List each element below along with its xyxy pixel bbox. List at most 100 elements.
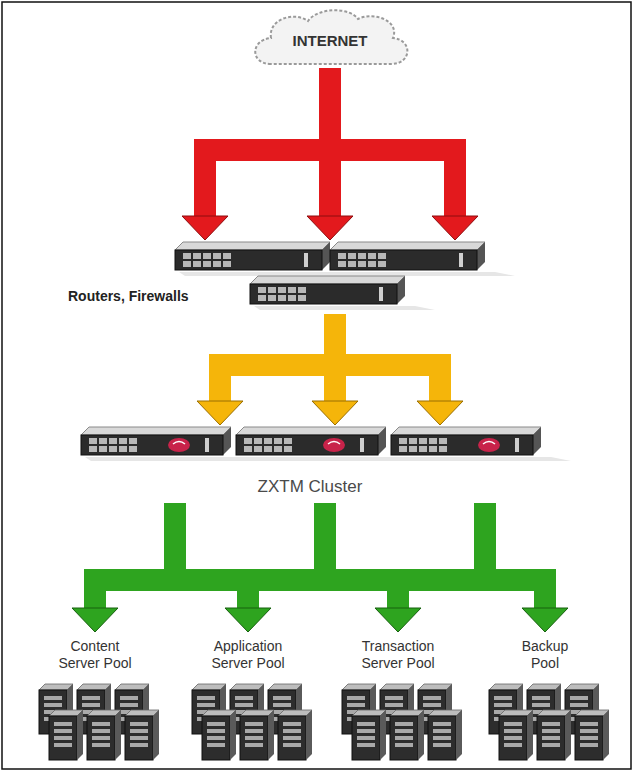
server-bay	[92, 722, 110, 726]
server-top	[49, 710, 83, 716]
server-side	[306, 710, 312, 760]
server-bay	[283, 743, 301, 747]
server-bay	[504, 729, 522, 733]
server-tower	[352, 716, 380, 760]
device-handle	[360, 438, 364, 452]
internet-cloud-node: INTERNET	[245, 6, 417, 68]
device-side	[378, 427, 386, 455]
server-top	[342, 684, 376, 690]
device-bay	[254, 446, 262, 452]
server-bay	[433, 729, 451, 733]
server-bay	[423, 703, 441, 707]
node-label: Transaction Server Pool	[360, 638, 436, 672]
device-shadow	[395, 457, 571, 461]
zxtm-cluster: ZXTM Cluster	[75, 425, 547, 503]
server-tower	[390, 716, 418, 760]
device-shadow	[179, 272, 360, 276]
arrow-head	[417, 401, 463, 425]
server-bay	[580, 722, 598, 726]
server-bay	[542, 722, 560, 726]
server-top	[87, 710, 121, 716]
device-bay	[338, 261, 346, 267]
server-top	[39, 684, 73, 690]
zxtm-logo-mark	[328, 442, 340, 445]
server-tower	[278, 716, 306, 760]
server-tower	[575, 716, 603, 760]
node-label: Routers, Firewalls	[68, 288, 189, 304]
device-bay	[378, 253, 386, 259]
server-top	[352, 710, 386, 716]
server-bay	[570, 703, 588, 707]
zxtm-logo-mark	[173, 442, 185, 445]
device-top	[391, 427, 541, 435]
device-front	[330, 250, 477, 270]
device-side	[397, 276, 405, 304]
arrow-shaft	[324, 365, 346, 401]
server-bay	[433, 722, 451, 726]
server-bay	[504, 722, 522, 726]
device-bay	[244, 438, 252, 444]
device-bay	[298, 295, 306, 301]
server-top	[268, 684, 302, 690]
node-label: Application Server Pool	[210, 638, 286, 672]
server-bay	[54, 729, 72, 733]
arrow-shaft	[237, 580, 259, 608]
device-shadow	[240, 457, 416, 461]
server-bay	[130, 743, 148, 747]
device-bay	[368, 253, 376, 259]
device-bay	[223, 253, 231, 259]
server-pool: Transaction Server Pool	[328, 632, 468, 771]
server-top	[428, 710, 462, 716]
flow-arrow	[225, 503, 325, 632]
device-bay	[119, 438, 127, 444]
device-top	[250, 276, 405, 284]
server-bay	[130, 729, 148, 733]
server-bay	[92, 729, 110, 733]
zxtm-logo	[323, 438, 345, 452]
server-top	[192, 684, 226, 690]
device-bay	[254, 438, 262, 444]
server-top	[240, 710, 274, 716]
server-bay	[235, 696, 253, 700]
arrow-shaft	[209, 365, 231, 401]
server-bay	[245, 743, 263, 747]
server-tower	[428, 716, 456, 760]
device-bay	[439, 438, 447, 444]
server-bay	[347, 703, 365, 707]
flow-arrow	[182, 68, 478, 240]
device-bay	[89, 446, 97, 452]
device-shadow	[254, 306, 435, 310]
arrow-head	[375, 608, 421, 632]
device-bay	[429, 446, 437, 452]
server-side	[230, 710, 236, 760]
device-top	[236, 427, 386, 435]
server-bay	[273, 696, 291, 700]
server-top	[230, 684, 264, 690]
server-pool: Backup Pool	[475, 632, 615, 771]
arrow-head	[182, 216, 228, 240]
device-bay	[409, 438, 417, 444]
device-handle	[459, 253, 463, 267]
server-side	[380, 710, 386, 760]
server-bay	[494, 696, 512, 700]
device-bay	[399, 446, 407, 452]
server-side	[153, 710, 159, 760]
device-bay	[109, 438, 117, 444]
device-bay	[288, 295, 296, 301]
device-bay	[278, 287, 286, 293]
server-tower	[87, 716, 115, 760]
device-bay	[348, 261, 356, 267]
server-bay	[395, 736, 413, 740]
server-bay	[82, 703, 100, 707]
server-bay	[197, 696, 215, 700]
flow-arrow	[197, 314, 463, 425]
arrow-head	[522, 608, 568, 632]
device-bay	[129, 446, 137, 452]
device-top	[81, 427, 231, 435]
server-side	[527, 710, 533, 760]
server-bay	[395, 722, 413, 726]
server-bay	[532, 696, 550, 700]
device-bay	[258, 287, 266, 293]
